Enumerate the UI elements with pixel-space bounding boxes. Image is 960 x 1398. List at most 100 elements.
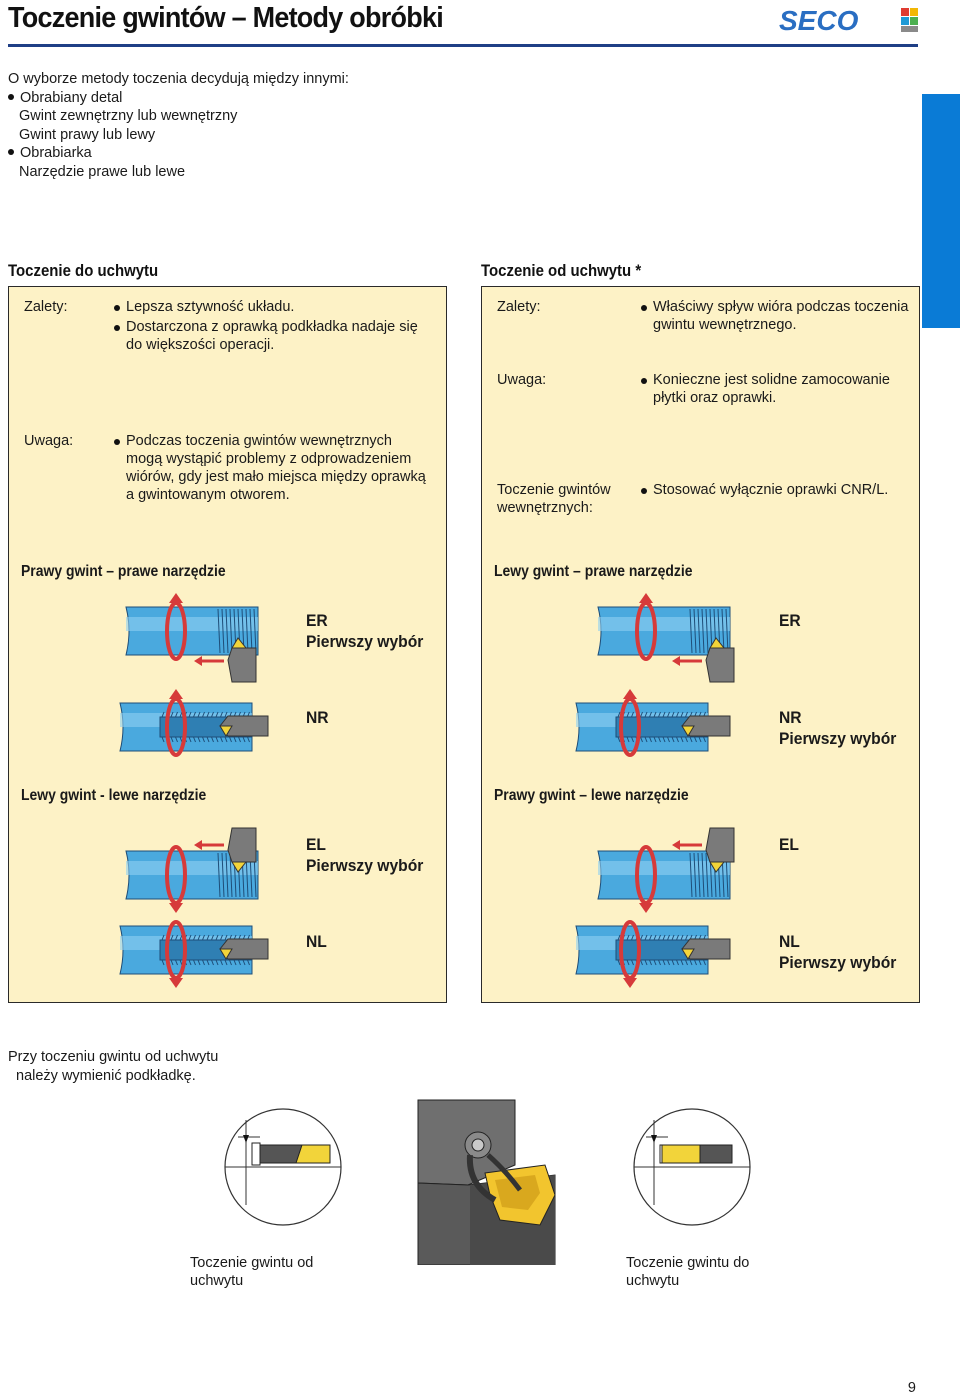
arrowhead-icon bbox=[623, 689, 637, 699]
list-item: Konieczne jest solidne zamocowanie płytk… bbox=[641, 371, 901, 407]
thread-tick bbox=[703, 736, 706, 743]
thread-tick bbox=[197, 711, 201, 718]
thread-tick bbox=[685, 711, 688, 718]
thread-tick bbox=[193, 934, 196, 941]
thread-tick bbox=[649, 934, 652, 941]
intro-item: Narzędzie prawe lub lewe bbox=[19, 163, 186, 180]
insert-icon bbox=[709, 861, 726, 873]
thread-tick bbox=[225, 608, 229, 654]
highlight-icon bbox=[126, 861, 258, 875]
thread-tick bbox=[649, 736, 652, 743]
thread-tick bbox=[161, 959, 165, 966]
tool-holder-illustration bbox=[224, 1099, 751, 1265]
tool-icon bbox=[227, 827, 257, 863]
thread-tick bbox=[197, 959, 201, 966]
thread-tick bbox=[161, 736, 165, 743]
thread-tick bbox=[644, 934, 648, 941]
thread-tick bbox=[617, 934, 621, 941]
thread-tick bbox=[220, 934, 223, 941]
insert-icon bbox=[219, 725, 233, 737]
tool-code: NL bbox=[306, 932, 327, 951]
arrowhead-icon bbox=[194, 656, 202, 666]
seco-logo: SECO bbox=[779, 6, 918, 34]
thread-tick bbox=[631, 736, 634, 743]
tool-icon bbox=[227, 647, 257, 683]
thread-tick bbox=[697, 852, 701, 898]
tool-icon bbox=[705, 827, 735, 863]
thread-tick bbox=[217, 608, 221, 654]
thread-tick bbox=[667, 934, 670, 941]
thread-tick bbox=[161, 711, 165, 718]
thread-tick bbox=[671, 934, 675, 941]
thread-tick bbox=[170, 736, 174, 743]
logo-text: SECO bbox=[779, 6, 859, 34]
thread-tick bbox=[676, 711, 679, 718]
thread-tick bbox=[671, 711, 675, 718]
thread-tick bbox=[644, 711, 648, 718]
intro-item: Gwint prawy lub lewy bbox=[19, 126, 156, 143]
thread-tick bbox=[202, 736, 205, 743]
list-item: Dostarczona z oprawką podkładka nadaje s… bbox=[114, 318, 424, 354]
thread-tick bbox=[694, 736, 697, 743]
thread-tick bbox=[640, 934, 643, 941]
thread-tick bbox=[658, 959, 661, 966]
thread-tick bbox=[693, 852, 697, 898]
thread-tick bbox=[698, 736, 702, 743]
thread-tick bbox=[680, 736, 684, 743]
highlight-icon bbox=[598, 861, 730, 875]
footer-note: Przy toczeniu gwintu od uchwytu należy w… bbox=[8, 1049, 219, 1084]
thread-tick bbox=[215, 711, 219, 718]
thread-tick bbox=[175, 959, 178, 966]
thread-tick bbox=[644, 959, 648, 966]
thread-tick bbox=[676, 934, 679, 941]
thread-tick bbox=[662, 934, 666, 941]
insert-icon bbox=[219, 948, 233, 960]
thread-tick bbox=[229, 852, 233, 898]
highlight-icon bbox=[598, 617, 730, 631]
detail-left-icon bbox=[224, 1108, 342, 1226]
thread-tick bbox=[206, 711, 210, 718]
thread-tick bbox=[701, 608, 705, 654]
arrowhead-icon bbox=[169, 978, 183, 988]
arrowhead-icon bbox=[672, 656, 680, 666]
thread-tick bbox=[179, 736, 183, 743]
arrowhead-icon bbox=[639, 903, 653, 913]
thread-tick bbox=[193, 711, 196, 718]
thread-tick bbox=[626, 711, 630, 718]
thread-tick bbox=[220, 959, 223, 966]
thread-tick bbox=[220, 736, 223, 743]
thread-tick bbox=[247, 736, 250, 743]
thread-tick bbox=[238, 736, 241, 743]
thread-tick bbox=[215, 934, 219, 941]
thread-tick bbox=[617, 736, 621, 743]
thread-tick bbox=[188, 934, 192, 941]
left-note-label: Uwaga: bbox=[24, 433, 74, 449]
thread-tick bbox=[170, 934, 174, 941]
thread-tick bbox=[179, 959, 183, 966]
thread-tick bbox=[188, 711, 192, 718]
thread-tick bbox=[703, 959, 706, 966]
thread-tick bbox=[202, 959, 205, 966]
thread-tick bbox=[242, 959, 246, 966]
boring-bar-icon bbox=[681, 715, 731, 737]
boring-bar-icon bbox=[681, 938, 731, 960]
thread-tick bbox=[676, 959, 679, 966]
thread-tick bbox=[649, 711, 652, 718]
thread-tick bbox=[224, 959, 228, 966]
left-section-heading: Toczenie do uchwytu bbox=[8, 261, 159, 280]
thread-tick bbox=[206, 959, 210, 966]
thread-tick bbox=[693, 608, 697, 654]
thread-tick bbox=[175, 736, 178, 743]
arrowhead-icon bbox=[623, 978, 637, 988]
thread-tick bbox=[694, 959, 697, 966]
boring-bar-icon bbox=[219, 938, 269, 960]
thread-tick bbox=[253, 608, 257, 654]
thread-tick bbox=[211, 934, 214, 941]
thread-tick bbox=[649, 959, 652, 966]
right-note-label: Uwaga: bbox=[497, 372, 547, 388]
thread-tick bbox=[644, 736, 648, 743]
thread-tick bbox=[229, 736, 232, 743]
thread-tick bbox=[653, 736, 657, 743]
insert-icon bbox=[681, 948, 695, 960]
